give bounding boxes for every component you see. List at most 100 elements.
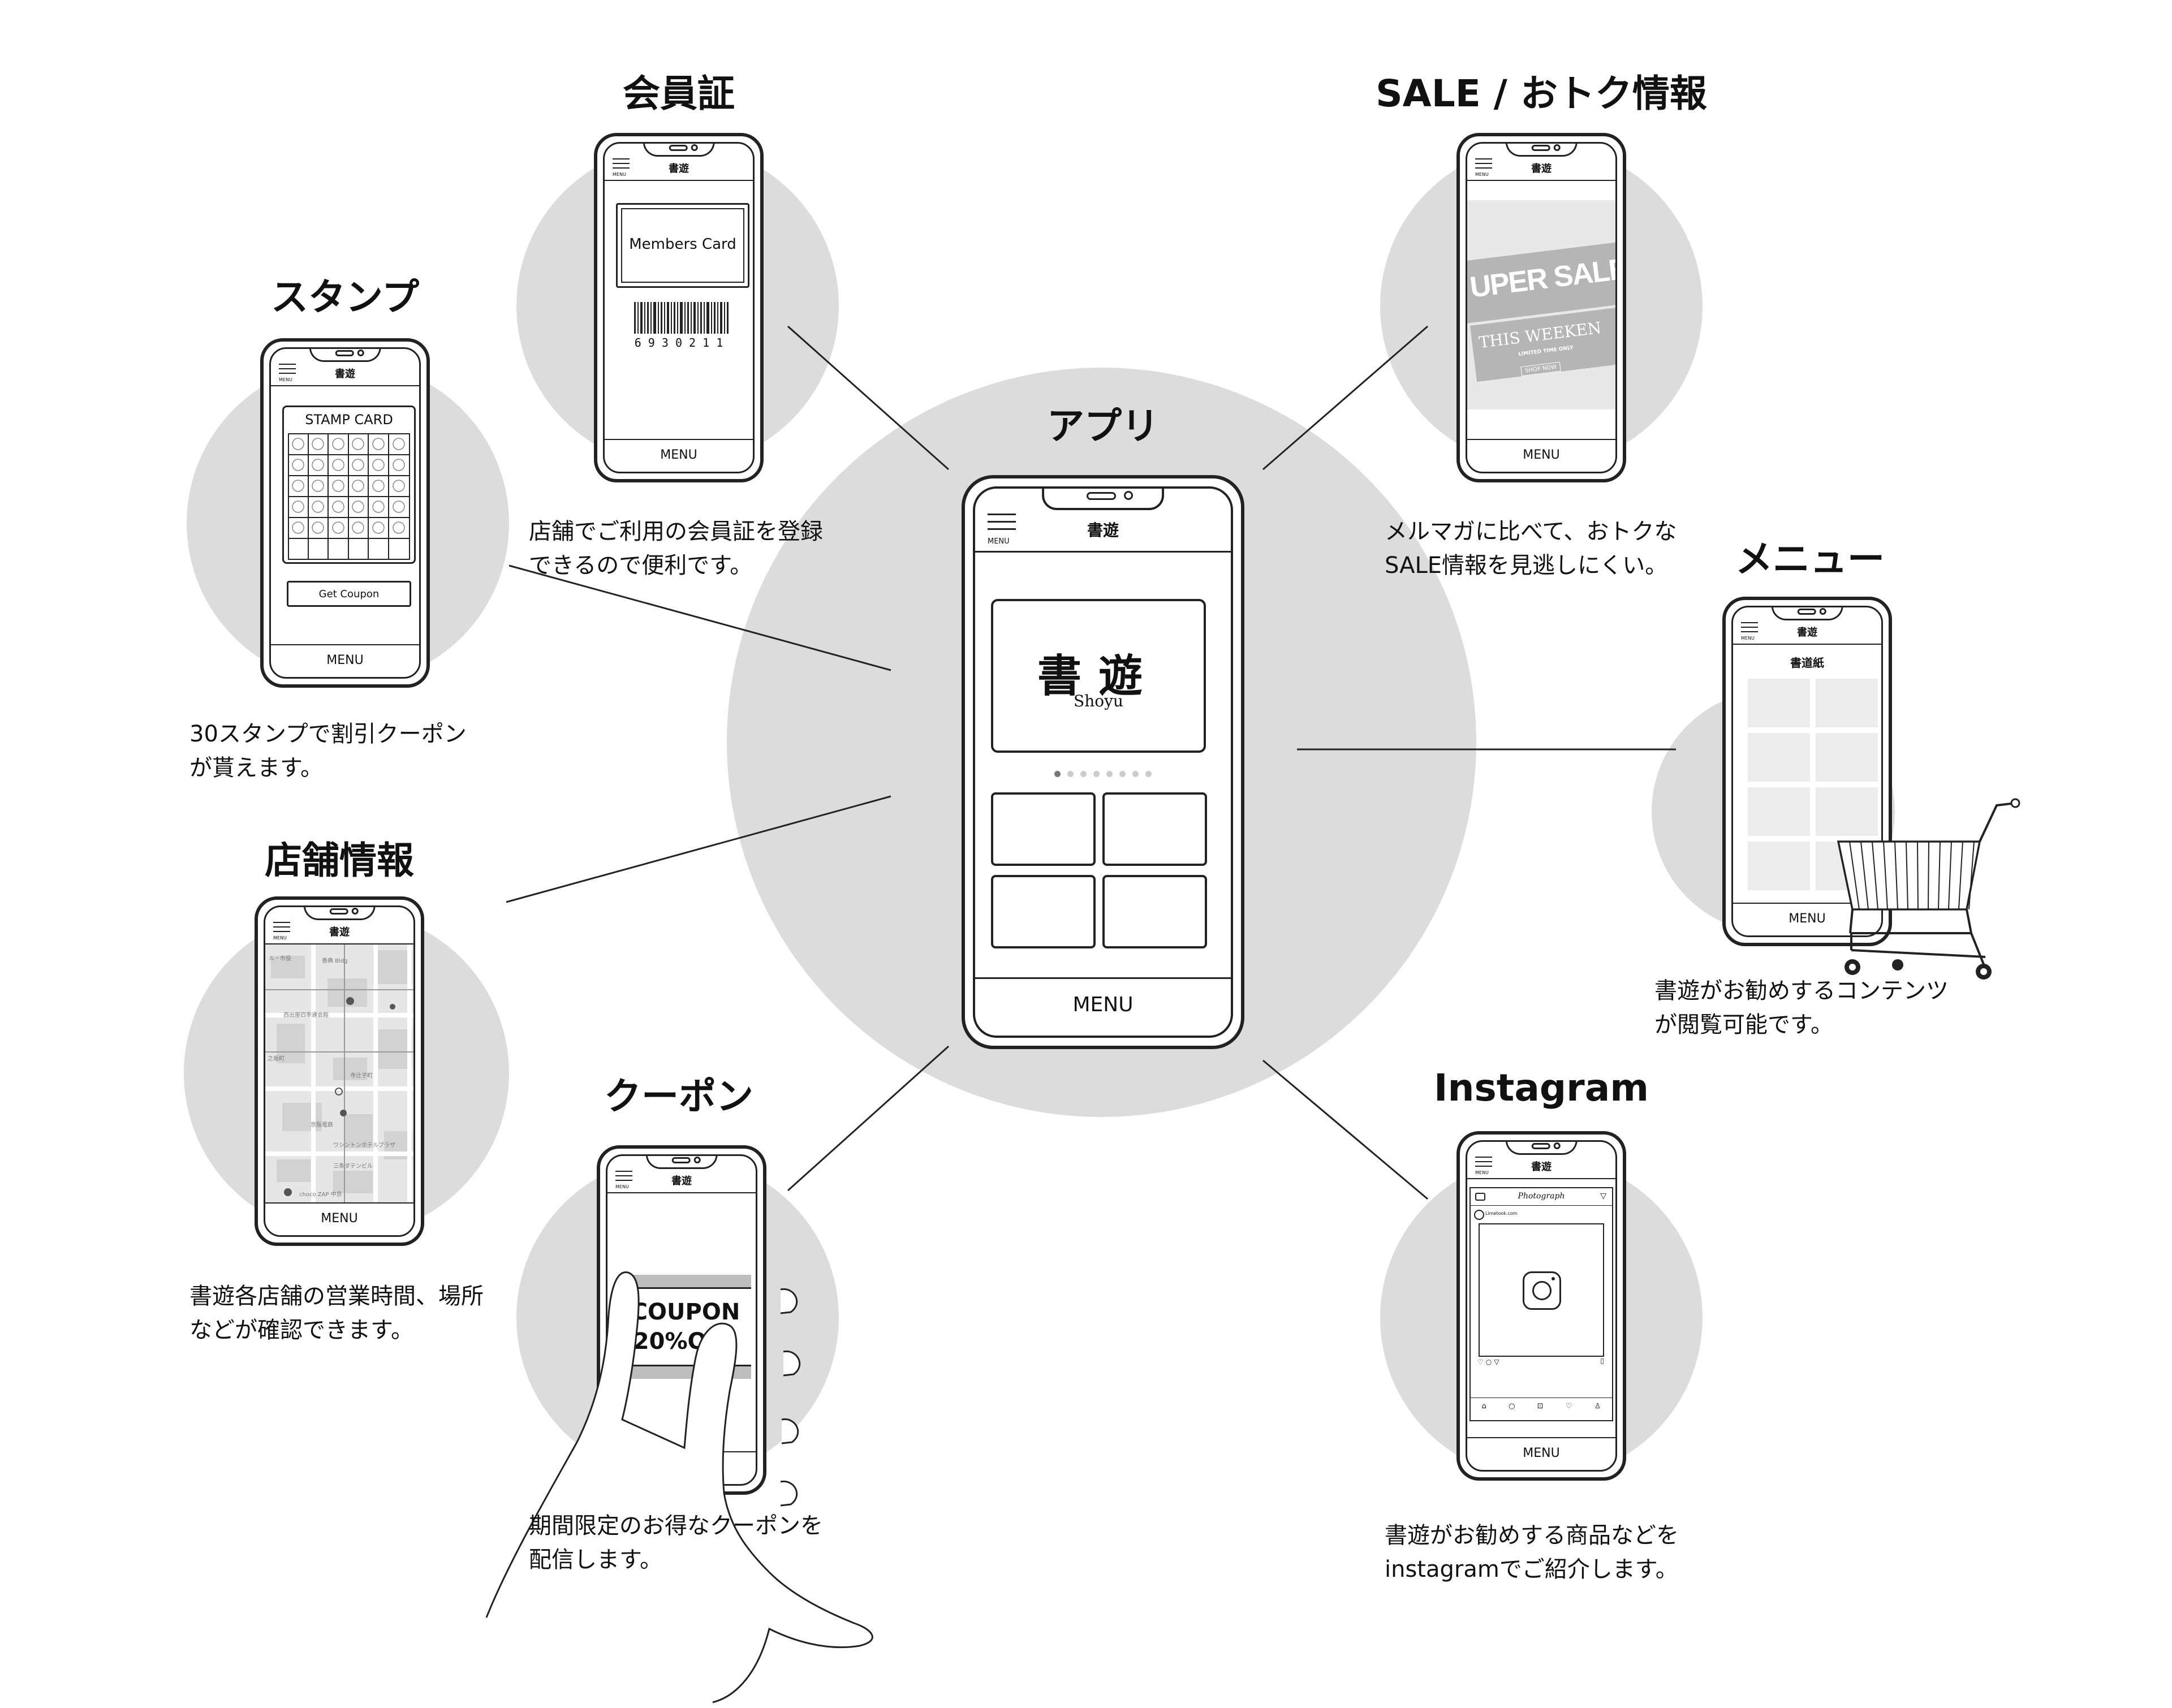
menu-footer[interactable]: MENU (1467, 1437, 1615, 1470)
menu-item-5[interactable] (1748, 787, 1810, 836)
coupon-description: 期間限定のお得なクーポンを 配信します。 (529, 1513, 823, 1573)
hamburger-icon[interactable] (1475, 158, 1492, 169)
post-actions[interactable]: ♡○▽ (1477, 1358, 1502, 1366)
stamp-card: STAMP CARD (282, 406, 416, 564)
get-coupon-button[interactable]: Get Coupon (287, 581, 411, 607)
menu-footer[interactable]: MENU (271, 644, 419, 677)
header-logo: 書遊 (671, 1175, 692, 1187)
menu-footer-label: MENU (1072, 993, 1134, 1016)
svg-text:寺辻子町: 寺辻子町 (350, 1072, 373, 1079)
members-card[interactable]: Members Card (616, 203, 749, 288)
menu-footer-label: MENU (321, 1211, 358, 1226)
header-logo: 書遊 (1531, 163, 1552, 175)
menu-item-6[interactable] (1816, 787, 1878, 836)
menu-footer-label: MENU (660, 448, 697, 462)
camera-icon[interactable] (1475, 1193, 1485, 1201)
header-logo: 書遊 (329, 926, 350, 938)
tile-4[interactable] (1102, 875, 1207, 948)
hamburger-icon[interactable] (988, 514, 1016, 530)
search-icon[interactable]: ○ (1509, 1402, 1515, 1411)
menu-page-title: 書道紙 (1790, 656, 1824, 670)
menu-footer[interactable]: MENU (975, 977, 1231, 1036)
menu-small-label: MENU (279, 377, 292, 382)
heart-icon[interactable]: ♡ (1565, 1402, 1572, 1411)
stamp-card-label: STAMP CARD (305, 412, 393, 428)
barcode-number: 6 9 3 0 2 1 1 (634, 336, 723, 350)
instagram-phone: MENU 書遊 Photograph ▽ Limetook.com ♡○▽ ▯ … (1456, 1131, 1626, 1481)
sale-description: メルマガに比べて、おトクな SALE情報を見逃しにくい。 (1385, 519, 1677, 579)
members-card-label: Members Card (629, 236, 736, 253)
hamburger-icon[interactable] (1475, 1157, 1492, 1167)
menu-small-label: MENU (988, 537, 1010, 546)
menu-footer[interactable]: MENU (605, 439, 753, 472)
send-icon[interactable]: ▽ (1600, 1192, 1606, 1201)
stamp-description: 30スタンプで割引クーポン が貰えます。 (189, 721, 467, 781)
menu-footer[interactable]: MENU (265, 1202, 413, 1235)
stamp-title: スタンプ (270, 275, 420, 319)
bookmark-icon[interactable]: ▯ (1600, 1357, 1604, 1365)
svg-text:choco ZAP 中京: choco ZAP 中京 (299, 1191, 342, 1198)
home-icon[interactable]: ⌂ (1481, 1402, 1486, 1411)
hamburger-icon[interactable] (615, 1171, 632, 1181)
menu-small-label: MENU (273, 935, 287, 941)
header-logo: 書遊 (1531, 1161, 1552, 1173)
tile-1[interactable] (991, 792, 1096, 866)
hero-pagination-dots[interactable] (975, 769, 1231, 779)
menu-footer-label: MENU (326, 653, 364, 667)
tile-2[interactable] (1102, 792, 1207, 866)
menu-footer[interactable]: MENU (1733, 903, 1881, 935)
svg-text:ワシントンホテルプラザ: ワシントンホテルプラザ (333, 1142, 395, 1149)
menu-description: 書遊がお勧めするコンテンツ が閲覧可能です。 (1654, 978, 1949, 1038)
reels-icon[interactable]: ⊡ (1537, 1402, 1544, 1411)
instagram-icon (1523, 1271, 1561, 1310)
menu-item-7[interactable] (1748, 842, 1810, 890)
svg-text:京阪電鉄: 京阪電鉄 (311, 1121, 333, 1128)
menu-item-3[interactable] (1748, 733, 1810, 782)
membership-title: 会員証 (623, 72, 735, 115)
menu-small-label: MENU (1475, 1170, 1489, 1175)
menu-item-4[interactable] (1816, 733, 1878, 782)
menu-item-2[interactable] (1816, 679, 1878, 727)
menu-small-label: MENU (1741, 636, 1755, 641)
hero-banner[interactable]: 書遊 Shoyu (991, 599, 1206, 753)
instagram-feed-title: Photograph (1518, 1192, 1565, 1201)
instagram-feed: Photograph ▽ Limetook.com ♡○▽ ▯ ⌂ ○ ⊡ ♡ ♙ (1469, 1187, 1613, 1421)
connector-instagram (1262, 1059, 1428, 1200)
instagram-title: Instagram (1433, 1066, 1649, 1110)
menu-footer-label: MENU (1523, 448, 1560, 462)
map-pin-icon (284, 997, 395, 1196)
membership-phone: MENU 書遊 Members Card 6 9 3 0 2 1 1 MENU (594, 133, 764, 482)
avatar[interactable] (1474, 1210, 1484, 1220)
store-map[interactable]: ル・市役香典 Bldg西出屋四季通会館 之坂町寺辻子町京阪電鉄 ワシントンホテル… (265, 944, 415, 1205)
menu-footer[interactable]: MENU (1467, 439, 1615, 472)
sale-banner[interactable]: UPER SALE THIS WEEKEN LIMITED TIME ONLY … (1467, 200, 1615, 409)
hamburger-icon[interactable] (613, 158, 630, 169)
connector-sale (1262, 325, 1428, 471)
coupon-title: クーポン (604, 1075, 753, 1118)
connector-coupon (787, 1045, 950, 1192)
hamburger-icon[interactable] (279, 364, 296, 374)
hamburger-icon[interactable] (273, 922, 290, 932)
menu-small-label: MENU (1475, 172, 1489, 177)
header-logo: 書遊 (669, 163, 689, 175)
menu-small-label: MENU (615, 1184, 629, 1189)
sale-title: SALE / おトク情報 (1376, 72, 1707, 115)
hand-icon (485, 1271, 873, 1703)
stamp-phone: MENU 書遊 STAMP CARD Get C (260, 338, 430, 688)
barcode-icon (634, 302, 729, 334)
stamp-grid (288, 433, 410, 560)
instagram-nav[interactable]: ⌂ ○ ⊡ ♡ ♙ (1471, 1402, 1612, 1411)
instagram-post-image[interactable] (1479, 1223, 1604, 1357)
membership-description: 店舗でご利用の会員証を登録 できるので便利です。 (529, 519, 823, 579)
profile-icon[interactable]: ♙ (1594, 1402, 1601, 1411)
hamburger-icon[interactable] (1741, 622, 1758, 632)
connector-stamp (508, 564, 891, 671)
menu-item-1[interactable] (1748, 679, 1810, 727)
instagram-account[interactable]: Limetook.com (1485, 1211, 1518, 1216)
get-coupon-label: Get Coupon (318, 588, 380, 600)
hero-logo: 書遊 (1037, 650, 1160, 702)
menu-title: メニュー (1735, 537, 1885, 581)
tile-3[interactable] (991, 875, 1096, 948)
